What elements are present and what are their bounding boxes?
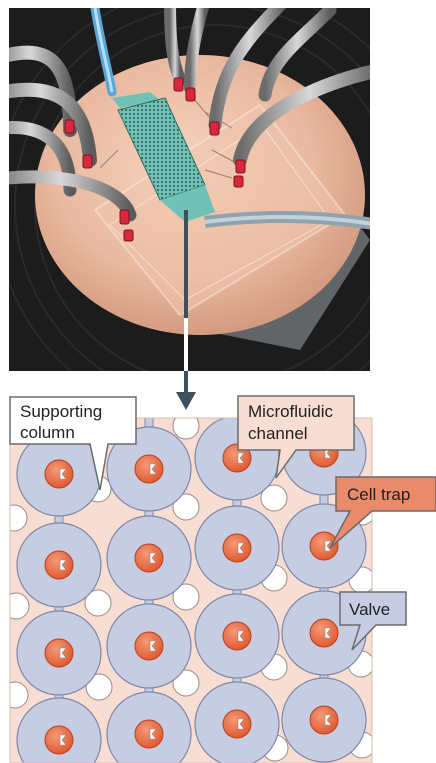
trapped-cell	[45, 460, 73, 488]
trapped-cell	[135, 720, 163, 748]
label-microfluidic-channel-line2: channel	[248, 424, 308, 443]
label-microfluidic-channel-line1: Microfluidic	[248, 402, 334, 421]
trapped-cell	[310, 619, 338, 647]
label-cell-trap: Cell trap	[347, 485, 410, 504]
trapped-cell	[310, 706, 338, 734]
label-valve: Valve	[349, 600, 390, 619]
trapped-cell	[135, 632, 163, 660]
label-supporting-column-line1: Supporting	[20, 402, 102, 421]
trapped-cell	[223, 534, 251, 562]
valve-array-diagram	[1, 410, 375, 763]
trapped-cell	[223, 622, 251, 650]
trapped-cell	[135, 544, 163, 572]
chip-photo	[0, 0, 435, 425]
trapped-cell	[135, 455, 163, 483]
trapped-cell	[45, 639, 73, 667]
trapped-cell	[45, 551, 73, 579]
label-supporting-column-line2: column	[20, 423, 75, 442]
trapped-cell	[310, 532, 338, 560]
trapped-cell	[223, 710, 251, 738]
trapped-cell	[45, 726, 73, 754]
